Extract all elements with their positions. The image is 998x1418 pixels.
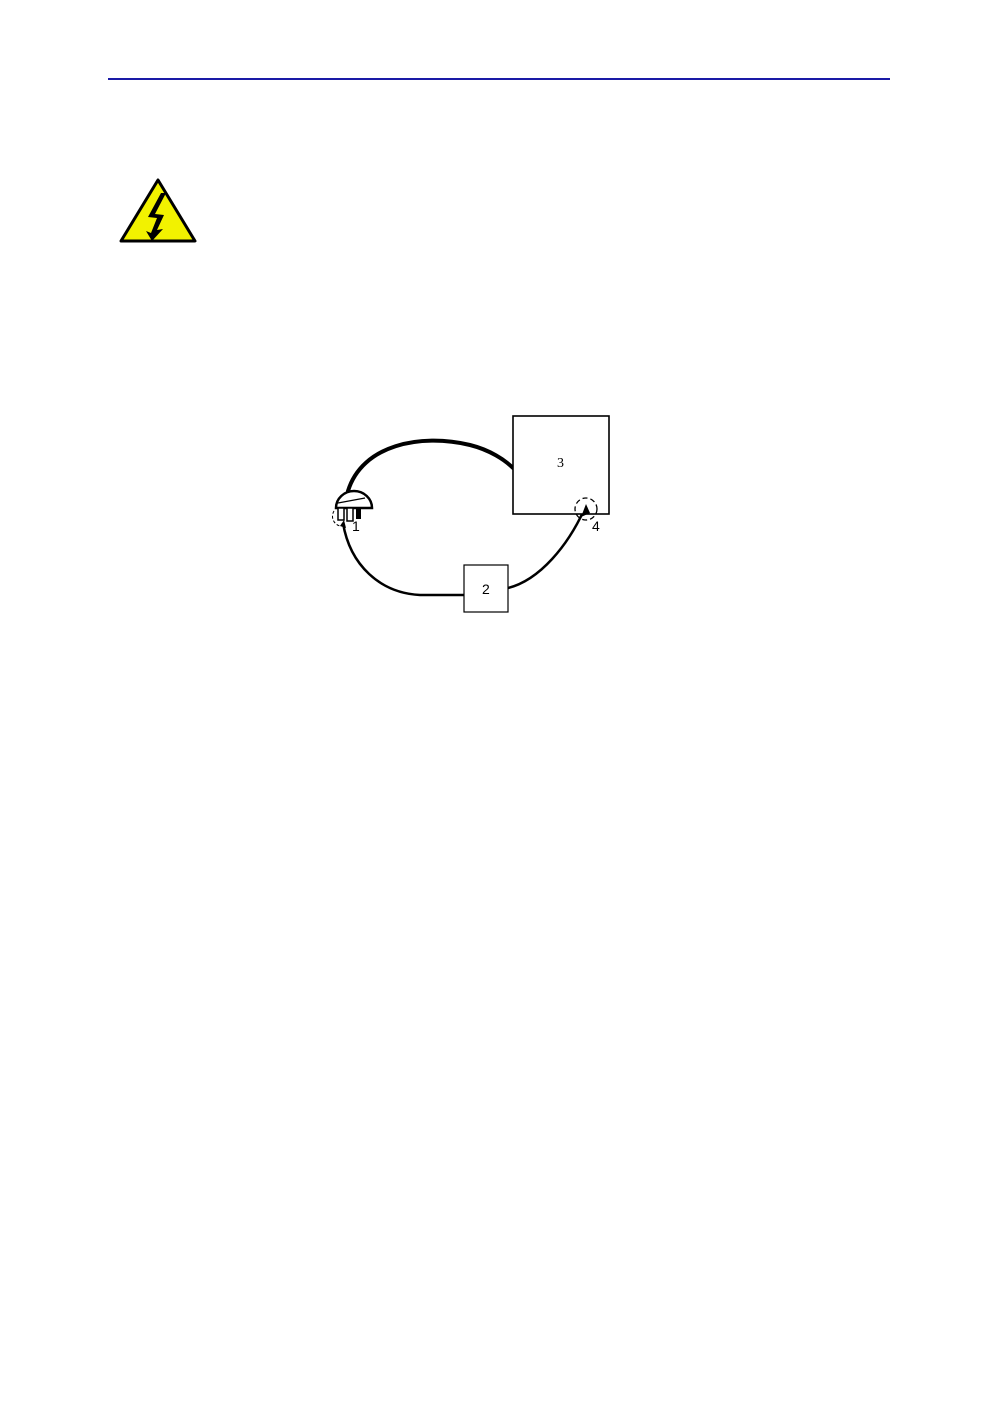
lower-cord — [343, 523, 464, 595]
power-connection-diagram: 3 2 1 4 — [310, 405, 630, 620]
plug-label: 1 — [352, 518, 360, 534]
connector-label: 4 — [592, 518, 600, 534]
electrical-hazard-icon — [118, 177, 198, 245]
header-rule — [108, 78, 890, 80]
box2-to-connector-cord — [508, 510, 584, 588]
upper-cord — [348, 441, 513, 491]
box-2-label: 2 — [482, 581, 490, 597]
box-3-label: 3 — [557, 456, 564, 471]
